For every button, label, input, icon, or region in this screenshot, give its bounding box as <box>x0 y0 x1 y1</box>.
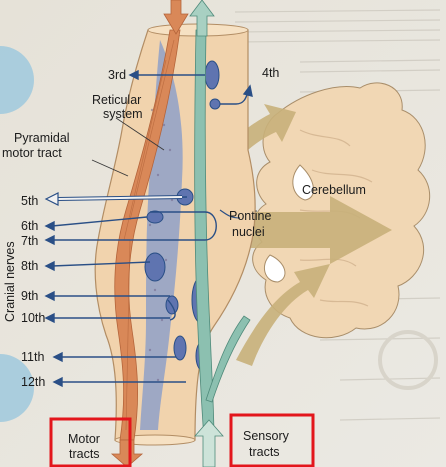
label-nerve-7th: 7th <box>21 234 38 248</box>
label-reticular-line1: Reticular <box>92 93 141 107</box>
label-motor-line1: Motor <box>68 432 100 446</box>
label-nerve-4th: 4th <box>262 66 279 80</box>
label-pyramidal-line2: motor tract <box>2 146 62 160</box>
label-nerve-11th: 11th <box>21 350 44 364</box>
label-nerve-10th: 10th <box>21 311 45 325</box>
label-nerve-5th: 5th <box>21 194 38 208</box>
label-nerve-8th: 8th <box>21 259 38 273</box>
label-cranial-nerves: Cranial nerves <box>3 241 17 322</box>
label-sensory-line2: tracts <box>249 445 280 459</box>
label-pyramidal-line1: Pyramidal <box>14 131 70 145</box>
label-motor-line2: tracts <box>69 447 100 461</box>
label-sensory-line1: Sensory <box>243 429 290 443</box>
label-nerve-3rd: 3rd <box>108 68 126 82</box>
label-nerve-6th: 6th <box>21 219 38 233</box>
label-pontine-line1: Pontine <box>229 209 271 223</box>
label-nerve-9th: 9th <box>21 289 38 303</box>
label-cerebellum: Cerebellum <box>302 183 366 197</box>
label-nerve-12th: 12th <box>21 375 45 389</box>
label-pontine-line2: nuclei <box>232 225 265 239</box>
label-reticular-line2: system <box>103 107 143 121</box>
